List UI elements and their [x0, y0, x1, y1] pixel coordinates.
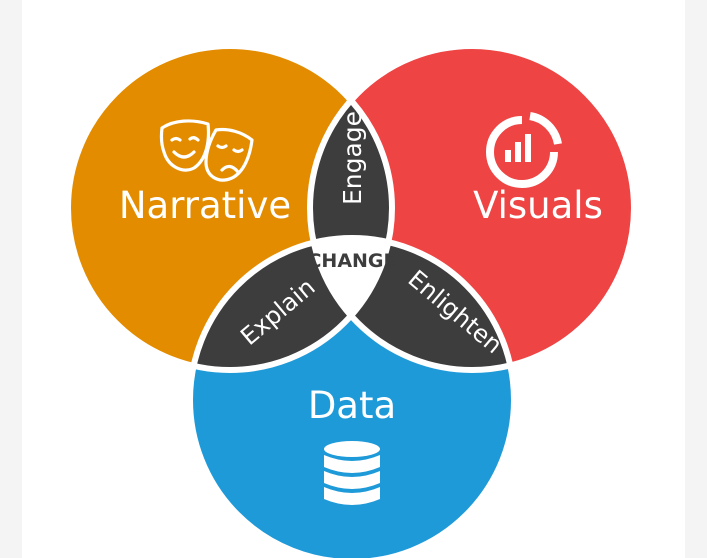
change-label: CHANGE: [307, 250, 396, 272]
diagram-canvas: Narrative Visuals Data Engage Explain En…: [22, 0, 685, 558]
venn-diagram: Narrative Visuals Data Engage Explain En…: [65, 43, 637, 558]
circle-outlines: [65, 43, 637, 558]
narrative-label: Narrative: [119, 184, 291, 227]
theater-masks-icon: [159, 119, 254, 182]
database-icon: [324, 441, 380, 505]
explain-overlap: [190, 238, 392, 370]
enlighten-overlap: [310, 238, 514, 370]
chart-ring-icon: [486, 112, 562, 188]
engage-label: Engage: [338, 111, 367, 205]
visuals-label: Visuals: [473, 184, 603, 227]
data-label: Data: [308, 384, 396, 427]
